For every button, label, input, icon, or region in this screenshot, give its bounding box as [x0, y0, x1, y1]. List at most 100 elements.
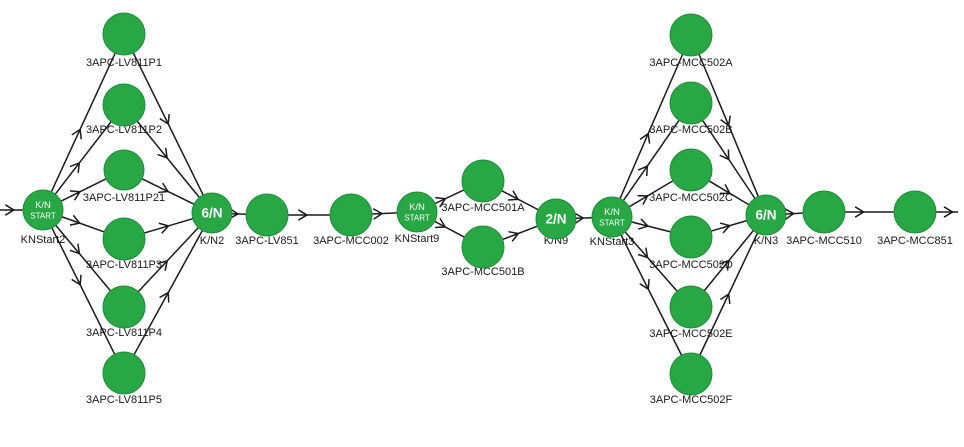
- node-MCC502B-label: 3APC-MCC502B: [649, 124, 732, 136]
- arrowhead-icon: [719, 222, 732, 234]
- node-MCC002-circle[interactable]: [329, 193, 373, 237]
- node-MCC851[interactable]: [893, 190, 937, 234]
- edge-P4-KN2: [137, 227, 199, 293]
- node-MCC501B[interactable]: [461, 225, 505, 269]
- arrowhead-icon: [298, 209, 309, 221]
- edge-KNStart2-P5: [51, 227, 116, 355]
- node-MCC502F-circle[interactable]: [669, 352, 713, 396]
- node-MCC502E[interactable]: [669, 285, 713, 329]
- edge-MCC502C-KN3: [708, 180, 750, 206]
- node-LV851[interactable]: [245, 193, 289, 237]
- edge-KNStart3-MCC502F: [620, 234, 683, 356]
- node-P5-circle[interactable]: [102, 351, 146, 395]
- node-LV851-label: 3APC-LV851: [235, 235, 298, 247]
- node-KNStart9-circle[interactable]: [396, 191, 438, 233]
- node-P4-circle[interactable]: [102, 285, 146, 329]
- node-MCC502D-label: 3APC-MCC502D: [649, 259, 733, 271]
- node-P21[interactable]: [103, 149, 145, 191]
- edge-KNStart9-MCC501B: [434, 217, 465, 238]
- node-LV851-circle[interactable]: [245, 193, 289, 237]
- edge-MCC002-KNStart9: [371, 208, 398, 220]
- arrowhead-icon: [784, 208, 796, 220]
- edge-KNStart2-P3: [61, 214, 105, 233]
- arrowhead-icon: [158, 182, 170, 194]
- arrowhead-icon: [639, 132, 651, 144]
- node-MCC502C[interactable]: [669, 148, 713, 192]
- node-P3[interactable]: [102, 217, 146, 261]
- node-P3-circle[interactable]: [102, 217, 146, 261]
- node-MCC502B[interactable]: [669, 81, 713, 125]
- arrowhead-icon: [943, 206, 954, 218]
- node-MCC851-circle[interactable]: [893, 190, 937, 234]
- arrowhead-icon: [508, 230, 520, 242]
- edge-P1-KN2: [132, 52, 204, 196]
- node-MCC502D-circle[interactable]: [669, 215, 713, 259]
- edge-MCC502D-KN3: [710, 219, 748, 234]
- node-KN3[interactable]: 6/N: [745, 194, 787, 236]
- node-P1-circle[interactable]: [102, 12, 146, 56]
- edges-layer: [0, 52, 958, 356]
- node-KNStart2-circle[interactable]: [22, 189, 64, 231]
- edge-KN3-MCC510: [784, 208, 804, 220]
- arrowhead-icon: [637, 194, 649, 206]
- edge-MCC502A-KN3: [698, 54, 759, 197]
- node-MCC502E-circle[interactable]: [669, 285, 713, 329]
- node-P21-circle[interactable]: [103, 149, 145, 191]
- node-KN2-circle[interactable]: [191, 192, 233, 234]
- node-MCC002[interactable]: [329, 193, 373, 237]
- node-MCC501B-circle[interactable]: [461, 225, 505, 269]
- edge-KNStart3-MCC502D: [631, 218, 671, 233]
- arrowhead-icon: [637, 247, 649, 259]
- arrowhead-icon: [157, 147, 168, 159]
- node-MCC502A-circle[interactable]: [669, 13, 713, 57]
- node-MCC502B-circle[interactable]: [669, 81, 713, 125]
- edge-KNStart3-MCC502C: [628, 180, 674, 208]
- edge-entry-KNStart2: [0, 204, 23, 216]
- node-P1[interactable]: [102, 12, 146, 56]
- arrowhead-icon: [372, 208, 384, 220]
- node-MCC510[interactable]: [802, 190, 846, 234]
- node-P2-circle[interactable]: [102, 83, 146, 127]
- edge-KNStart3-MCC502E: [624, 231, 678, 292]
- node-P2[interactable]: [102, 83, 146, 127]
- node-MCC502F-label: 3APC-MCC502F: [650, 394, 733, 406]
- node-MCC502F[interactable]: [669, 352, 713, 396]
- node-MCC851-label: 3APC-MCC851: [877, 235, 953, 247]
- node-KN3-gate-text: 6/N: [755, 208, 776, 223]
- node-MCC501A-circle[interactable]: [461, 159, 505, 203]
- node-MCC510-label: 3APC-MCC510: [786, 235, 862, 247]
- node-P5[interactable]: [102, 351, 146, 395]
- node-P21-label: 3APC-LV811P21: [83, 192, 165, 204]
- node-MCC502D[interactable]: [669, 215, 713, 259]
- arrowhead-icon: [435, 196, 447, 208]
- node-MCC510-circle[interactable]: [802, 190, 846, 234]
- node-P3-label: 3APC-LV811P3: [86, 259, 162, 271]
- node-KN9[interactable]: 2/N: [535, 198, 577, 240]
- node-MCC502C-label: 3APC-MCC502C: [649, 192, 733, 204]
- edge-KNStart2-P2: [54, 121, 112, 195]
- node-MCC501A-label: 3APC-MCC501A: [441, 202, 525, 214]
- arrowhead-icon: [639, 279, 650, 291]
- node-P4[interactable]: [102, 285, 146, 329]
- edge-MCC502E-KN3: [703, 230, 754, 292]
- node-KNStart9-label: KNStart9: [395, 233, 440, 245]
- arrowhead-icon: [719, 259, 730, 271]
- node-MCC502C-circle[interactable]: [669, 148, 713, 192]
- node-MCC502A-label: 3APC-MCC502A: [649, 57, 733, 69]
- node-MCC502A[interactable]: [669, 13, 713, 57]
- node-MCC502E-label: 3APC-MCC502E: [649, 328, 732, 340]
- node-MCC501A[interactable]: [461, 159, 505, 203]
- node-KN3-circle[interactable]: [745, 194, 787, 236]
- arrowhead-icon: [69, 214, 81, 226]
- node-MCC501B-label: 3APC-MCC501B: [441, 266, 524, 278]
- node-KN2[interactable]: 6/N: [191, 192, 233, 234]
- node-KNStart3-circle[interactable]: [591, 196, 633, 238]
- edge-KNStart3-MCC502B: [622, 119, 680, 201]
- node-KNStart3-gate-text-line2: START: [599, 219, 625, 228]
- arrowhead-icon: [69, 190, 82, 201]
- node-KN9-circle[interactable]: [535, 198, 577, 240]
